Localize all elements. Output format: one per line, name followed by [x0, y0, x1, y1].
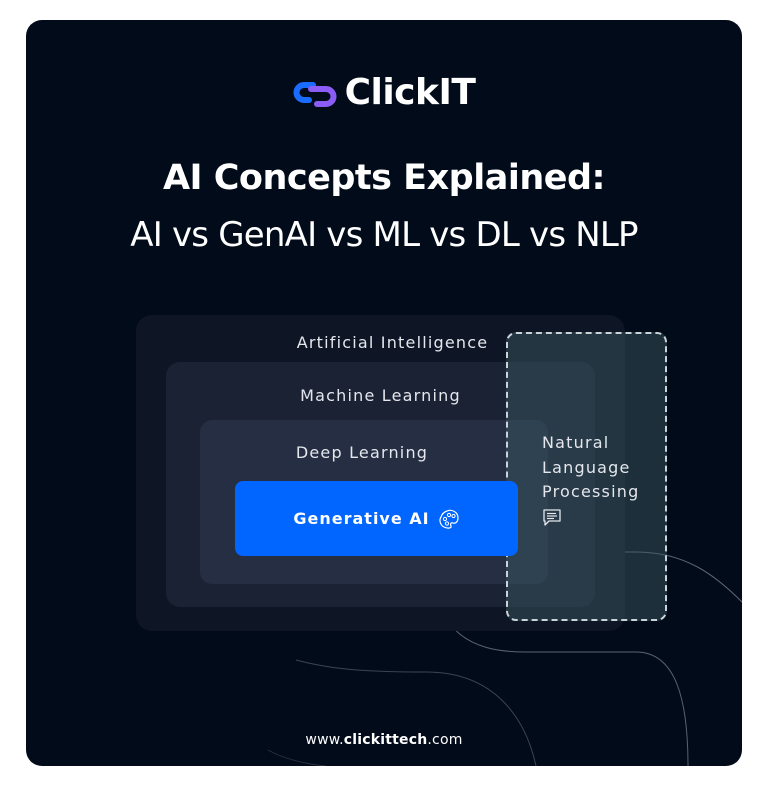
- layer-label: Machine Learning: [300, 386, 461, 405]
- url-prefix: www.: [305, 732, 344, 748]
- nlp-label-line: Processing: [542, 482, 640, 501]
- url-suffix: .com: [427, 732, 463, 748]
- website-url[interactable]: www.clickittech.com: [26, 732, 742, 748]
- layer-generative-ai: Generative AI: [235, 481, 518, 556]
- layer-label: Artificial Intelligence: [296, 333, 489, 352]
- palette-icon: [439, 509, 459, 529]
- nlp-label-line: Language: [542, 457, 631, 477]
- brand-name: ClickIT: [344, 72, 476, 113]
- chat-bubble-icon: [543, 509, 561, 526]
- chain-link-icon: [293, 82, 337, 107]
- url-domain: clickittech: [343, 732, 428, 748]
- layer-natural-language-processing: Natural Language Processing: [506, 332, 667, 621]
- nlp-label-line: Natural: [542, 433, 610, 452]
- nlp-label: Natural Language Processing: [542, 431, 662, 505]
- brand-logo: ClickIT: [26, 71, 742, 115]
- page-subtitle: AI vs GenAI vs ML vs DL vs NLP: [130, 215, 638, 255]
- layer-label: Deep Learning: [295, 443, 429, 462]
- layer-label: Generative AI: [293, 509, 430, 528]
- page-title: AI Concepts Explained:: [162, 158, 606, 198]
- infographic-card: ClickIT AI Concepts Explained: AI vs Gen…: [26, 20, 742, 766]
